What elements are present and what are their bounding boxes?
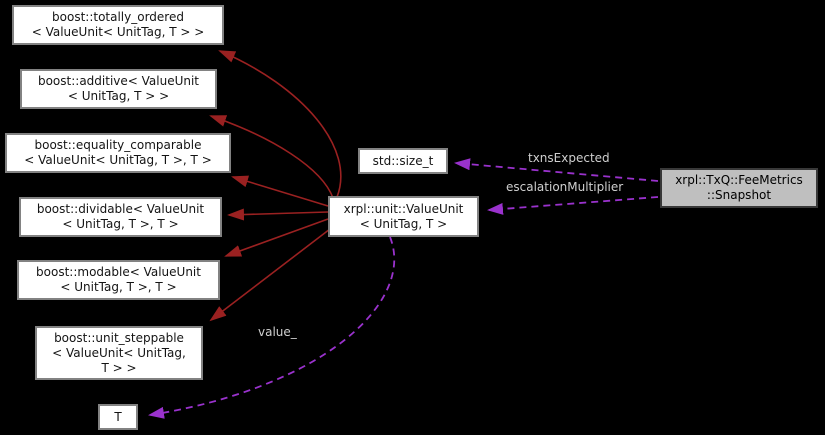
node-line: < UnitTag, T >, T >	[62, 217, 179, 231]
edge-label-txns-expected: txnsExpected	[528, 151, 610, 165]
edge-inherit-additive	[209, 115, 334, 199]
node-line: < ValueUnit< UnitTag,	[52, 345, 186, 360]
node-line: < UnitTag, T >	[359, 216, 448, 231]
node-line: < UnitTag, T >, T >	[60, 280, 177, 294]
node-line: < UnitTag, T > >	[67, 89, 170, 103]
node-line: boost::additive< ValueUnit	[37, 74, 200, 88]
node-t-param: T	[98, 404, 138, 430]
edge-inherit-equality	[231, 175, 329, 207]
edge-member-value	[148, 236, 396, 419]
node-boost-equality-comparable[interactable]: boost::equality_comparable < ValueUnit< …	[5, 133, 231, 173]
edge-member-txns-expected	[454, 158, 659, 182]
node-line: xrpl::TxQ::FeeMetrics	[675, 173, 803, 187]
node-line: boost::equality_comparable	[34, 138, 202, 152]
node-std-size-t[interactable]: std::size_t	[358, 148, 448, 174]
node-boost-totally-ordered[interactable]: boost::totally_ordered < ValueUnit< Unit…	[12, 5, 224, 45]
edge-inherit-totally-ordered	[218, 50, 342, 198]
edge-inherit-modable	[224, 218, 329, 257]
node-boost-modable[interactable]: boost::modable< ValueUnit < UnitTag, T >…	[17, 260, 220, 300]
node-line: std::size_t	[372, 153, 434, 168]
edge-inherit-dividable	[227, 208, 329, 221]
node-feemetrics-snapshot: xrpl::TxQ::FeeMetrics ::Snapshot	[660, 168, 818, 208]
edge-label-escalation-multiplier: escalationMultiplier	[506, 180, 624, 194]
node-line: T > >	[101, 360, 137, 375]
node-line: boost::dividable< ValueUnit	[36, 202, 205, 216]
node-line: < ValueUnit< UnitTag, T > >	[31, 25, 205, 39]
node-boost-unit-steppable[interactable]: boost::unit_steppable < ValueUnit< UnitT…	[35, 326, 203, 380]
node-boost-dividable[interactable]: boost::dividable< ValueUnit < UnitTag, T…	[19, 197, 222, 237]
node-boost-additive[interactable]: boost::additive< ValueUnit < UnitTag, T …	[20, 69, 217, 109]
node-line: < ValueUnit< UnitTag, T >, T >	[24, 153, 212, 167]
node-line: boost::unit_steppable	[54, 330, 184, 345]
node-line: boost::modable< ValueUnit	[36, 265, 201, 279]
node-value-unit[interactable]: xrpl::unit::ValueUnit < UnitTag, T >	[328, 196, 479, 237]
edge-label-value-member: value_	[258, 325, 297, 339]
node-line: boost::totally_ordered	[52, 10, 184, 24]
node-line: T	[114, 409, 122, 424]
edge-member-escalation-multiplier	[487, 196, 659, 215]
node-line: xrpl::unit::ValueUnit	[343, 201, 464, 216]
edge-inherit-unit-steppable	[209, 228, 331, 322]
node-line: ::Snapshot	[706, 188, 772, 202]
